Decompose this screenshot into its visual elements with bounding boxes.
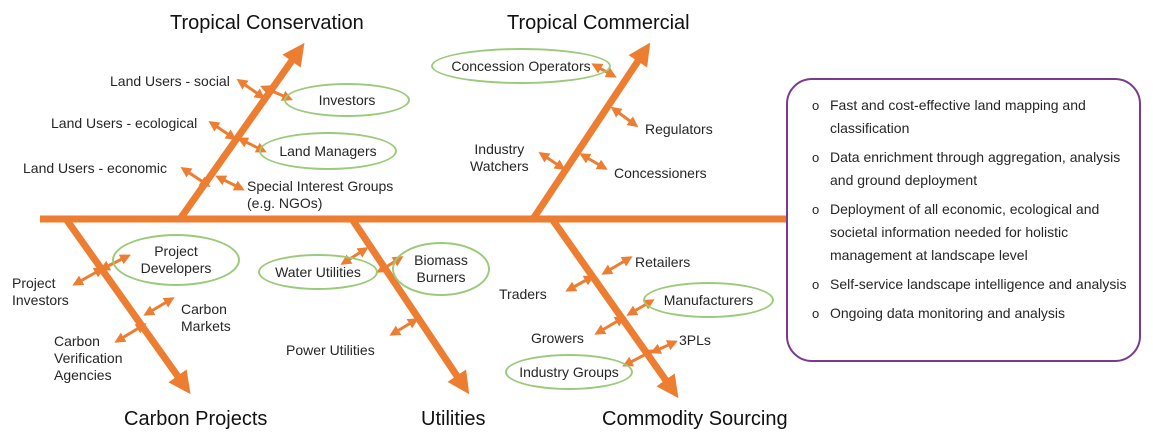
title-carbon-projects: Carbon Projects (124, 408, 268, 430)
label-industry-watchers: Industry Watchers (470, 141, 529, 175)
link-land-users-social (236, 78, 266, 100)
oval-manufacturers: Manufacturers (643, 282, 774, 318)
bullet-icon: o (812, 202, 820, 217)
link-land-users-economic (180, 167, 211, 187)
capabilities-panel: o Fast and cost-effective land mapping an… (786, 78, 1141, 362)
title-commodity-sourcing: Commodity Sourcing (602, 408, 788, 430)
label-regulators: Regulators (645, 121, 713, 137)
label-biomass-burners-line1: Biomass (414, 252, 468, 268)
label-project-developers-line2: Developers (140, 260, 212, 276)
capabilities-list: o Fast and cost-effective land mapping an… (812, 94, 1129, 325)
label-carbon-verification-line3: Agencies (54, 367, 112, 383)
capability-text: Fast and cost-effective land mapping and… (830, 97, 1086, 136)
label-carbon-markets-line2: Markets (181, 318, 231, 334)
label-carbon-markets: Carbon Markets (181, 301, 231, 335)
label-project-developers-line1: Project (154, 243, 198, 259)
label-carbon-verification-line2: Verification (54, 350, 123, 366)
label-power-utilities: Power Utilities (286, 342, 375, 358)
label-special-interest-line2: (e.g. NGOs) (247, 195, 323, 211)
link-concessioners (579, 153, 608, 170)
link-traders (565, 275, 595, 292)
label-industry-groups: Industry Groups (519, 363, 619, 380)
label-land-managers: Land Managers (279, 142, 377, 159)
link-industry-groups (622, 349, 655, 367)
bullet-icon: o (812, 277, 820, 292)
link-land-users-ecological (208, 120, 237, 141)
bone-tropical-conservation (177, 42, 305, 222)
oval-water-utilities: Water Utilities (258, 254, 378, 290)
label-investors: Investors (318, 91, 376, 108)
label-special-interest-groups: Special Interest Groups (e.g. NGOs) (247, 178, 393, 212)
capability-item: o Fast and cost-effective land mapping an… (812, 94, 1129, 140)
link-carbon-verification (114, 323, 147, 343)
label-project-investors: Project Investors (12, 275, 69, 309)
label-project-developers: Project Developers (141, 243, 212, 277)
link-power-utilities (389, 318, 419, 336)
link-project-investors (72, 267, 105, 286)
label-water-utilities: Water Utilities (275, 263, 361, 280)
label-traders: Traders (499, 286, 547, 302)
link-growers (594, 316, 626, 335)
title-tropical-conservation: Tropical Conservation (170, 12, 364, 34)
label-industry-watchers-line1: Industry (474, 141, 525, 157)
label-concessioners: Concessioners (614, 165, 707, 181)
label-land-users-ecological: Land Users - ecological (51, 115, 198, 131)
capability-text: Data enrichment through aggregation, ana… (830, 149, 1121, 188)
capability-text: Ongoing data monitoring and analysis (830, 305, 1066, 321)
label-concession-operators: Concession Operators (451, 57, 591, 74)
label-3pls: 3PLs (679, 332, 711, 348)
title-tropical-commercial: Tropical Commercial (507, 12, 690, 34)
bullet-icon: o (812, 306, 820, 321)
capability-item: o Self-service landscape intelligence and… (812, 273, 1129, 296)
oval-industry-groups: Industry Groups (505, 354, 633, 390)
link-regulators (610, 106, 639, 128)
label-special-interest-line1: Special Interest Groups (247, 178, 394, 194)
label-biomass-burners-line2: Burners (416, 269, 466, 285)
link-industry-watchers (538, 152, 566, 170)
oval-land-managers: Land Managers (259, 132, 397, 170)
capability-item: o Deployment of all economic, ecological … (812, 198, 1129, 267)
bone-tropical-commercial (530, 42, 651, 221)
title-utilities: Utilities (421, 408, 486, 430)
label-biomass-burners: Biomass Burners (414, 252, 468, 286)
label-retailers: Retailers (635, 254, 691, 270)
label-project-investors-line2: Investors (12, 292, 69, 308)
link-retailers (601, 256, 633, 275)
capability-item: o Ongoing data monitoring and analysis (812, 302, 1129, 325)
label-carbon-verification-agencies: Carbon Verification Agencies (54, 333, 122, 384)
label-project-investors-line1: Project (12, 275, 56, 291)
link-carbon-markets (143, 297, 175, 316)
capability-item: o Data enrichment through aggregation, an… (812, 146, 1129, 192)
label-manufacturers: Manufacturers (663, 291, 754, 308)
link-land-managers (237, 137, 267, 153)
label-land-users-economic: Land Users - economic (23, 160, 167, 176)
label-carbon-verification-line1: Carbon (54, 333, 100, 349)
oval-biomass-burners: Biomass Burners (392, 242, 490, 296)
label-industry-watchers-line2: Watchers (470, 158, 529, 174)
link-special-interest (215, 175, 245, 191)
bone-utilities (349, 217, 470, 395)
label-carbon-markets-line1: Carbon (181, 301, 227, 317)
bone-carbon-projects (63, 216, 191, 395)
oval-concession-operators: Concession Operators (431, 48, 611, 84)
oval-project-developers: Project Developers (112, 234, 240, 286)
link-3pls (650, 340, 678, 354)
label-growers: Growers (531, 330, 584, 346)
bullet-icon: o (812, 150, 820, 165)
capability-text: Self-service landscape intelligence and … (830, 276, 1127, 292)
capability-text: Deployment of all economic, ecological a… (830, 201, 1100, 263)
bullet-icon: o (812, 98, 820, 113)
oval-investors: Investors (284, 83, 410, 117)
label-land-users-social: Land Users - social (110, 73, 230, 89)
